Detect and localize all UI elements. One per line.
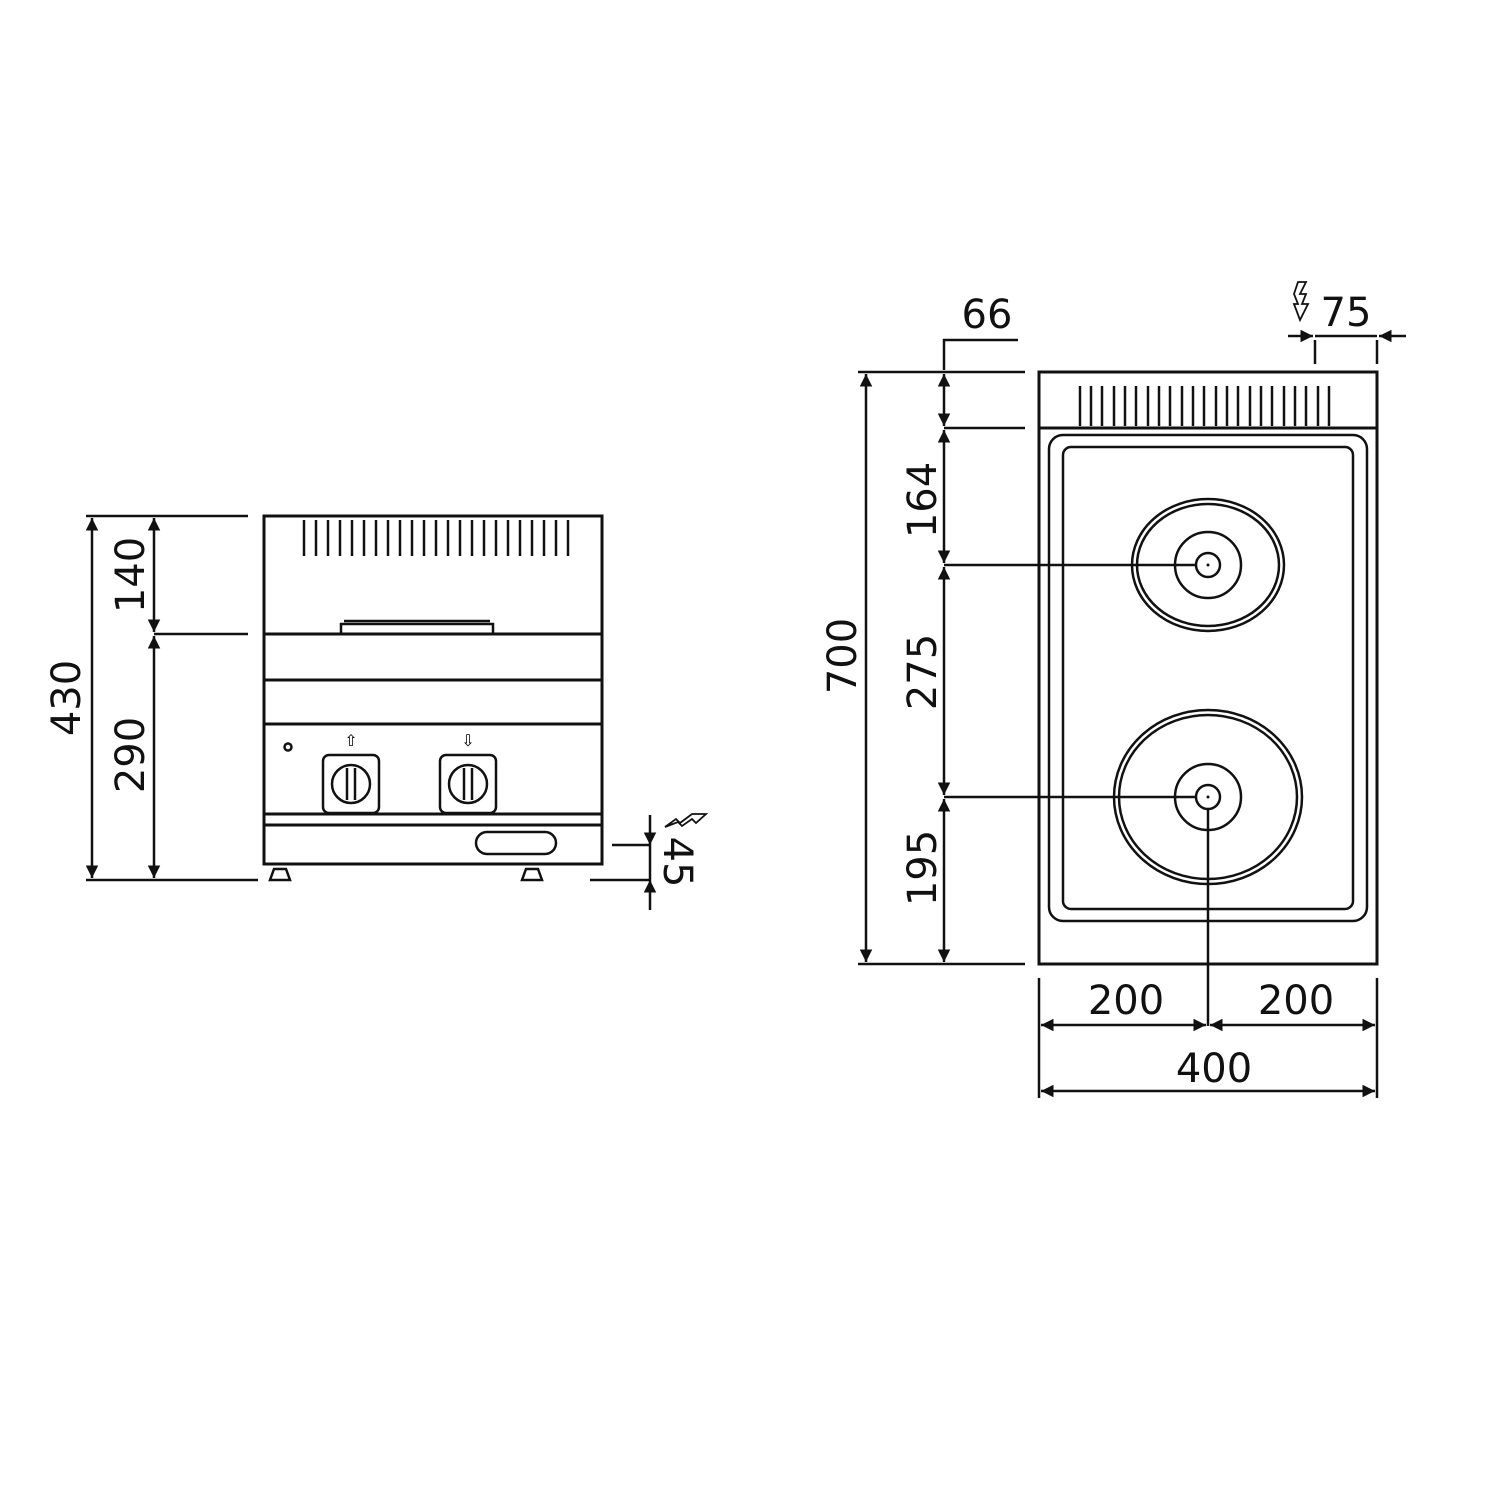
dim-feet-height: 45	[654, 837, 700, 888]
indicator-light-icon	[283, 742, 293, 752]
electric-supply-icon	[1292, 281, 1310, 323]
foot-right	[520, 867, 544, 882]
vent-slots	[302, 520, 570, 556]
electric-supply-icon	[664, 813, 709, 828]
dim-to-rear-burner: 164	[900, 462, 946, 538]
dim-total-height: 430	[44, 660, 90, 736]
dim-front-burner-edge: 195	[900, 830, 946, 906]
handle-slot	[474, 830, 558, 856]
dim-total-width: 400	[1176, 1046, 1252, 1092]
arrow-up-icon: ⇧	[344, 731, 357, 750]
dim-power-inlet: 75	[1321, 290, 1372, 336]
knob-left: ⇧	[321, 731, 381, 815]
dim-between-burners: 275	[900, 634, 946, 710]
arrow-down-icon: ⇩	[461, 731, 474, 750]
dim-half-width-right: 200	[1258, 978, 1334, 1024]
front-view: ⇧ ⇩ 430 140 290 45	[44, 514, 709, 910]
dim-upper-height: 140	[108, 537, 154, 613]
dim-lower-height: 290	[108, 717, 154, 793]
hotplate-profile	[339, 622, 495, 634]
foot-left	[268, 867, 292, 882]
dim-depth-total: 700	[820, 618, 866, 694]
top-view: 66 700 164 275 195 75 200 200 400	[820, 281, 1406, 1098]
dim-half-width-left: 200	[1088, 978, 1164, 1024]
knob-right: ⇩	[438, 731, 498, 815]
dim-rear-strip: 66	[962, 292, 1013, 338]
rear-vent-slots	[1078, 386, 1331, 426]
